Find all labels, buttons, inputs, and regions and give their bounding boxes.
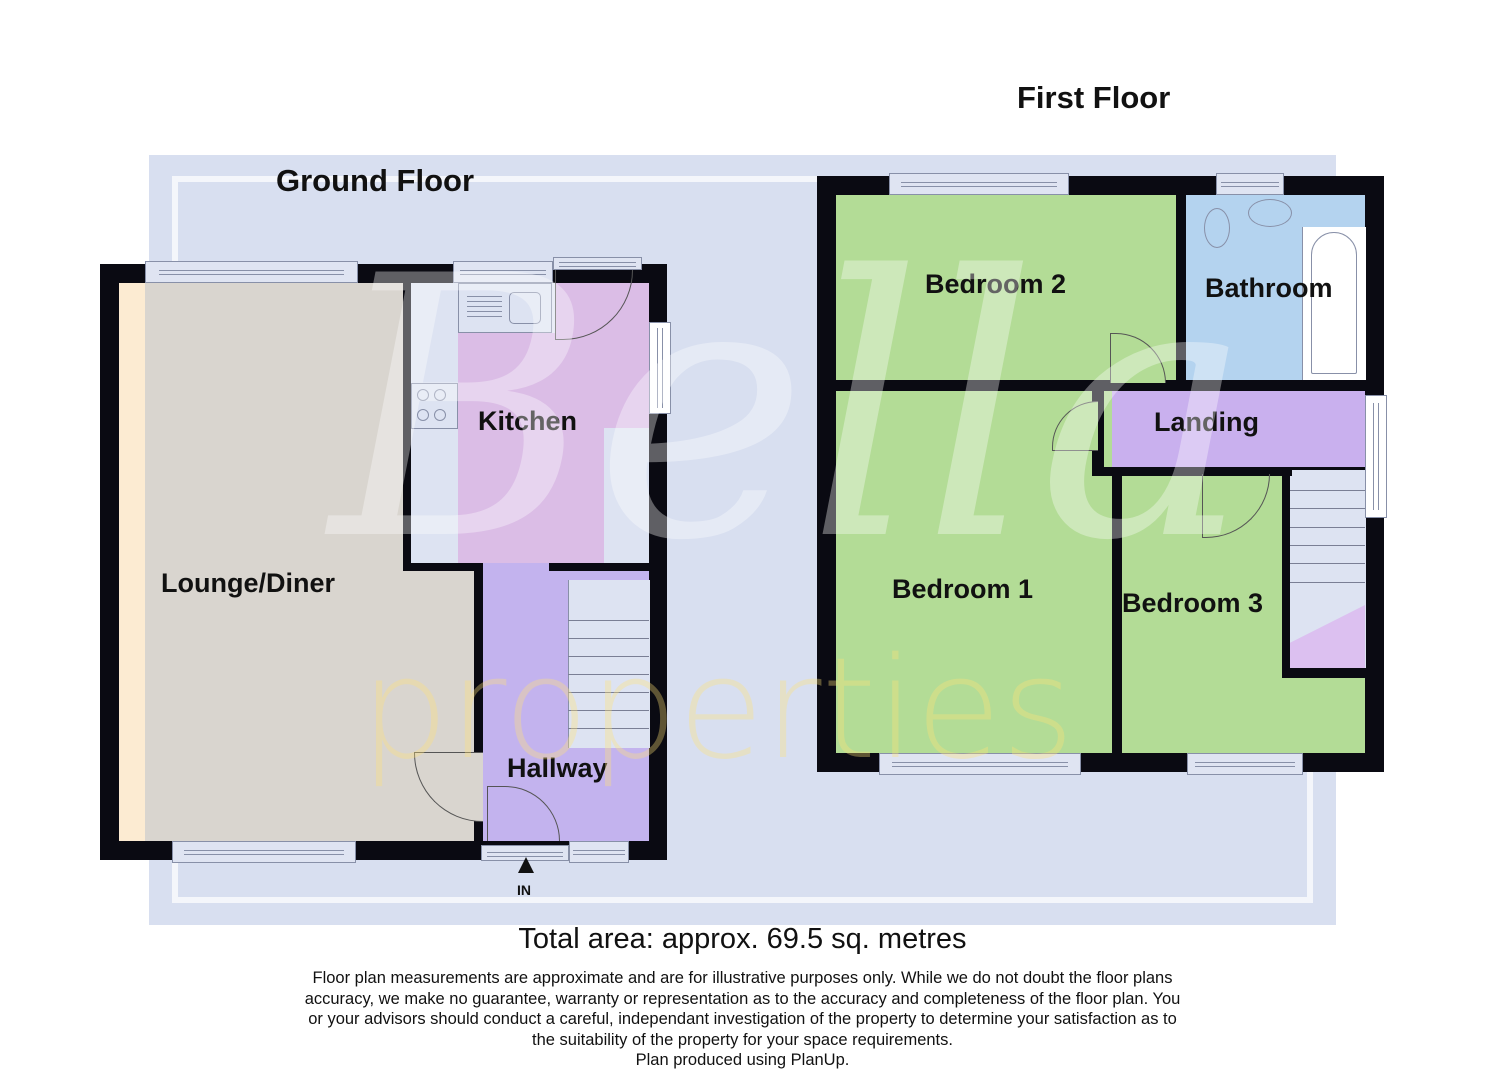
room-label-hallway: Hallway [507,753,608,783]
stair-tread [568,710,649,711]
folding-door[interactable] [483,563,549,571]
ground-staircase [568,580,650,748]
disclaimer: Floor plan measurements are approximate … [260,968,1225,1071]
stair-tread [568,638,649,639]
entrance-label: IN [517,882,531,898]
interior-wall [1112,467,1122,753]
hob-icon [411,383,458,429]
interior-wall [403,283,411,571]
room-label-landing: Landing [1154,407,1259,437]
stair-tread [568,656,649,657]
room-label-kitchen: Kitchen [478,406,578,436]
window [569,841,629,863]
interior-wall [1282,668,1365,678]
stair-tread [568,674,649,675]
interior-wall [836,380,1365,391]
stair-tread [1284,490,1365,491]
room-label-bedroom-2: Bedroom 2 [925,269,1067,299]
window [553,257,642,270]
bathtub-icon [1302,227,1366,380]
disclaimer-line: accuracy, we make no guarantee, warranty… [304,989,1181,1008]
kitchen-sink-icon [458,283,552,333]
entrance-arrow-icon [518,857,534,873]
ground-floor-title: Ground Floor [276,163,475,198]
interior-wall [549,563,649,571]
stair-tread [568,692,649,693]
first-floor-title: First Floor [1017,80,1171,115]
room-label-bedroom-1: Bedroom 1 [892,574,1034,604]
stair-tread [568,620,649,621]
lounge-diner-room-lower [119,571,474,841]
window [1365,395,1387,518]
stair-tread [1284,527,1365,528]
window [172,841,356,863]
disclaimer-line: Plan produced using PlanUp. [635,1051,850,1069]
room-label-bathroom: Bathroom [1205,273,1333,303]
room-label-bedroom-3: Bedroom 3 [1122,588,1264,618]
lounge-strip [119,283,145,841]
interior-wall [1176,195,1186,385]
interior-wall [1282,470,1290,678]
stair-tread [1284,508,1365,509]
room-label-lounge-diner: Lounge/Diner [161,568,335,598]
bedroom-1-room [836,391,1112,753]
interior-wall [1092,467,1292,476]
interior-wall [403,563,483,571]
window [1216,173,1284,195]
basin-icon [1248,199,1292,227]
window [889,173,1069,195]
disclaimer-line: Floor plan measurements are approximate … [312,969,1173,987]
disclaimer-line: or your advisors should conduct a carefu… [308,1010,1177,1028]
stair-tread [1284,563,1365,564]
toilet-icon [1204,208,1230,248]
disclaimer-line: the suitability of the property for your… [532,1030,953,1049]
stair-tread [1284,582,1365,583]
stair-tread [568,728,649,729]
window [1187,753,1303,775]
window [145,261,358,283]
window [453,261,553,283]
interior-wall [474,563,483,753]
total-area: Total area: approx. 69.5 sq. metres [518,923,967,955]
window [879,753,1081,775]
window [649,322,671,414]
stair-tread [1284,545,1365,546]
landing-room [1104,391,1365,467]
